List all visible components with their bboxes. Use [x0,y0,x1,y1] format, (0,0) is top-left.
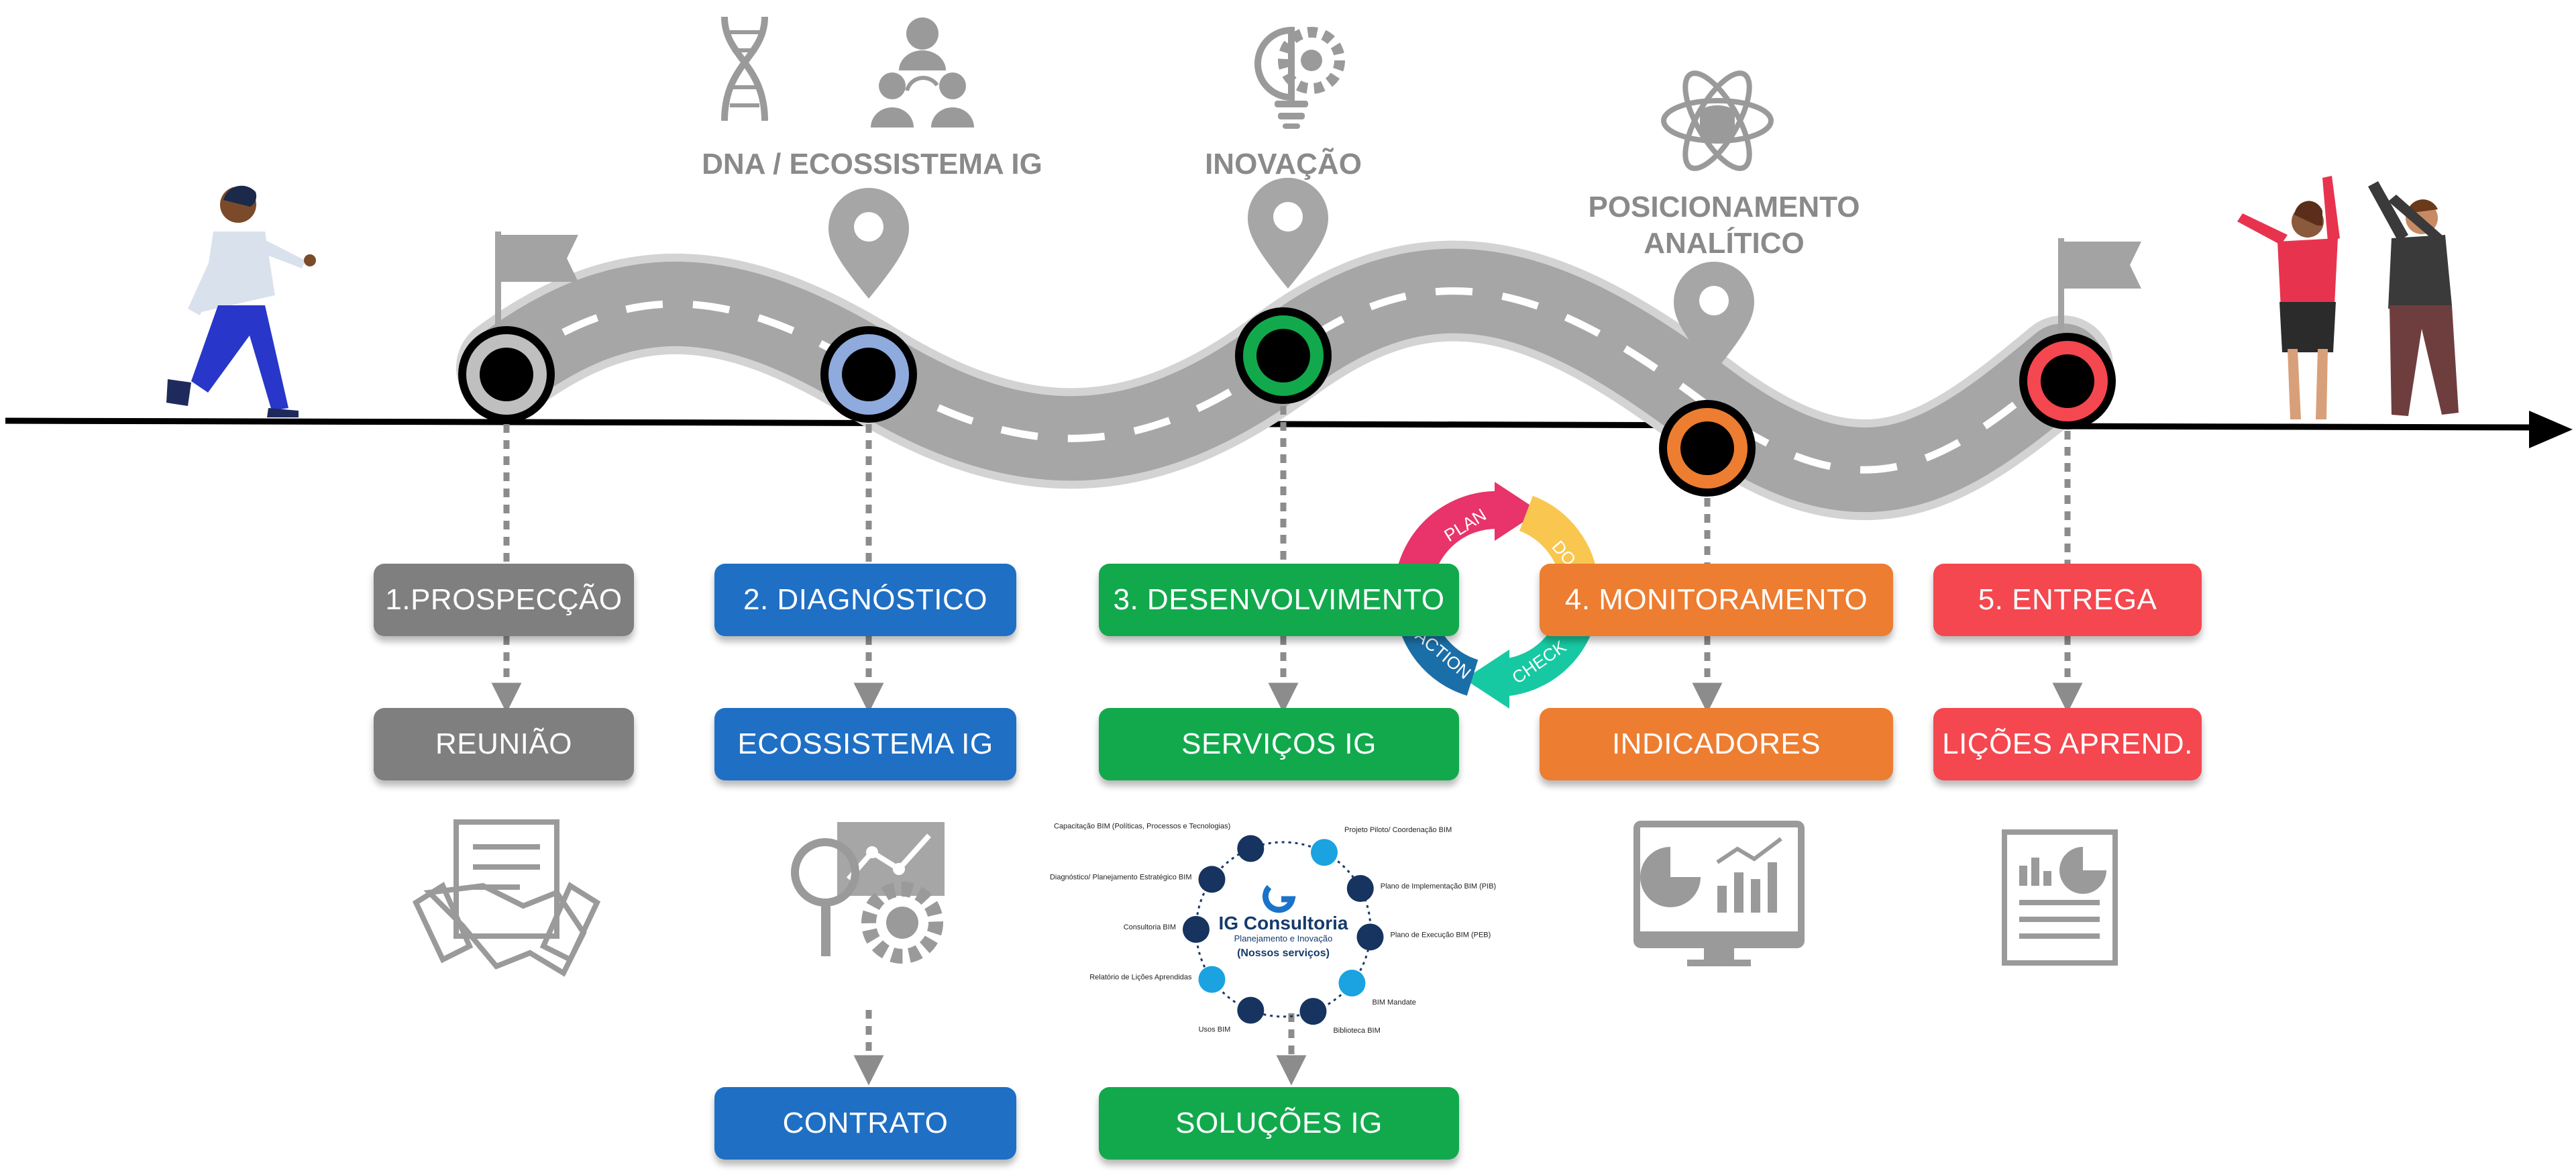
stage-node-5 [2019,333,2116,429]
service-label: Consultoria BIM [1124,923,1176,931]
service-label: Biblioteca BIM [1333,1027,1380,1035]
timeline-line [5,417,2543,431]
service-label: Plano de Implementação BIM (PIB) [1381,882,1496,890]
team-cycle-icon [871,17,974,127]
stage-sub-reuniao: REUNIÃO [374,708,634,780]
header-positioning-line1: POSICIONAMENTO [1588,191,1860,223]
service-node-icon [1237,997,1265,1024]
stage-node-2 [820,326,917,423]
map-pin-icon [1674,262,1754,372]
stage-sub-servicos: SERVIÇOS IG [1099,708,1459,780]
stage-box-diagnostico: 2. DIAGNÓSTICO [714,564,1016,636]
stage-extra-contrato: CONTRATO [714,1087,1016,1160]
service-label: Diagnóstico/ Planejamento Estratégico BI… [1050,873,1192,881]
service-node-icon [1346,874,1374,902]
service-label: Capacitação BIM (Políticas, Processos e … [1054,822,1230,830]
finish-flag-icon [2058,238,2141,366]
service-node-icon [1198,966,1226,993]
header-dna-ecosystem: DNA / ECOSSISTEMA IG [702,148,1042,181]
stage-node-3 [1235,307,1332,404]
wheel-brand: IG Consultoria [1219,913,1348,933]
header-positioning-line2: ANALÍTICO [1644,227,1805,260]
service-node-icon [1311,839,1338,866]
service-label: Plano de Execução BIM (PEB) [1391,931,1491,939]
wheel-tagline: Planejamento e Inovação [1234,933,1333,943]
analysis-magnifier-gear-icon [791,822,945,964]
dna-icon [721,16,768,121]
service-node-icon [1198,866,1226,893]
report-document-icon [2002,829,2118,966]
map-pin-icon [828,188,909,299]
stage-box-entrega: 5. ENTREGA [1933,564,2202,636]
stage-sub-ecossistema: ECOSSISTEMA IG [714,708,1016,780]
stage-node-1 [458,326,555,423]
service-label: Projeto Piloto/ Coordenação BIM [1344,826,1452,834]
services-wheel: Capacitação BIM (Políticas, Processos e … [1050,822,1496,1035]
service-label: BIM Mandate [1372,999,1415,1007]
start-flag-icon [495,232,578,366]
walking-person-illustration [166,185,316,417]
timeline-arrowhead [2529,411,2573,448]
service-node-icon [1338,970,1366,997]
header-innovation: INOVAÇÃO [1205,148,1362,181]
service-node-icon [1299,998,1327,1025]
stage-node-4 [1659,400,1756,497]
computer-dashboard-icon [1633,821,1805,966]
service-label: Usos BIM [1199,1026,1231,1034]
dotted-connectors [491,406,2083,1086]
stage-sub-indicadores: INDICADORES [1540,708,1893,780]
wheel-caption: (Nossos serviços) [1237,948,1330,959]
service-node-icon [1356,923,1384,951]
lightbulb-gear-icon [1254,26,1345,129]
service-label: Relatório de Lições Aprendidas [1089,974,1192,982]
celebrating-people-illustration [2237,176,2459,419]
stage-box-monitoramento: 4. MONITORAMENTO [1540,564,1893,636]
stage-box-desenvolvimento: 3. DESENVOLVIMENTO [1099,564,1459,636]
stage-sub-licoes: LIÇÕES APREND. [1933,708,2202,780]
stage-box-prospeccao: 1.PROSPECÇÃO [374,564,634,636]
service-node-icon [1183,916,1210,943]
service-node-icon [1237,835,1265,862]
stage-extra-solucoes: SOLUÇÕES IG [1099,1087,1459,1160]
map-pin-icon [1247,177,1329,289]
atom-database-icon [1661,70,1774,171]
handshake-contract-icon [412,819,601,977]
